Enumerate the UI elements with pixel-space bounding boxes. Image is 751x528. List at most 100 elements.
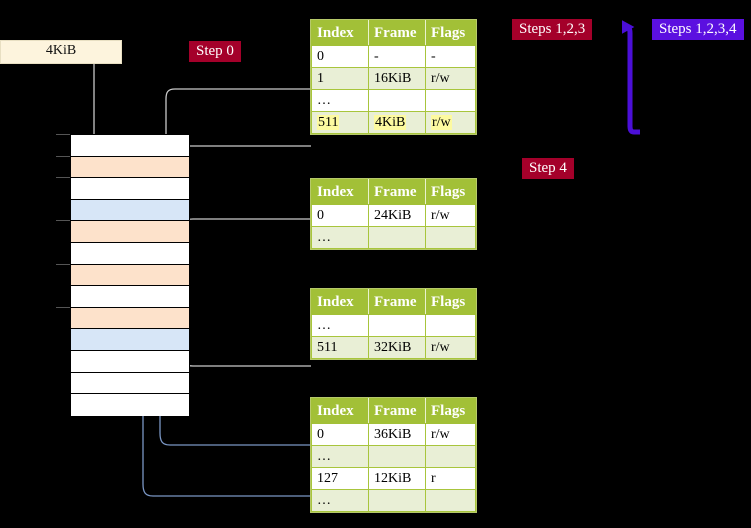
badge-step-0-label: Step 0 (196, 43, 234, 59)
cell-frame: 36KiB (368, 423, 426, 446)
memory-cell-10 (71, 350, 189, 373)
cell-frame: 24KiB (368, 204, 426, 227)
memory-tick-2 (56, 177, 70, 178)
memory-cell-11 (71, 372, 189, 395)
cell-index: … (311, 445, 369, 468)
memory-tick-3 (56, 220, 70, 221)
memory-tick-4 (56, 264, 70, 265)
cell-flags: r/w (425, 111, 476, 134)
memory-cell-2 (71, 178, 189, 200)
memory-cell-6 (71, 264, 189, 287)
column-header-flags: Flags (425, 289, 476, 315)
cell-frame: 12KiB (368, 467, 426, 490)
badge-steps-123: Steps 1,2,3 (512, 19, 593, 40)
cell-frame (368, 314, 426, 337)
cell-frame: 32KiB (368, 336, 426, 359)
cell-flags: - (425, 45, 476, 68)
wire-pd-row511 (176, 314, 311, 367)
cell-frame: 16KiB (368, 67, 426, 90)
wire-pml4-row511 (173, 145, 311, 198)
column-header-flags: Flags (425, 179, 476, 205)
cell-frame: - (368, 45, 426, 68)
badge-steps-1234: Steps 1,2,3,4 (652, 19, 744, 40)
memory-cell-1 (71, 156, 189, 179)
wire-pdpt-row0 (182, 218, 311, 242)
memory-cell-9 (71, 329, 189, 351)
table-row: … (311, 314, 476, 337)
cell-frame (368, 89, 426, 112)
memory-tick-0 (56, 134, 70, 135)
cell-index: … (311, 489, 369, 512)
cell-frame (368, 226, 426, 249)
memory-cell-0 (71, 135, 189, 157)
memory-tick-1 (56, 156, 70, 157)
column-header-index: Index (311, 179, 369, 205)
column-header-frame: Frame (368, 398, 426, 424)
memory-cell-12 (71, 394, 189, 416)
wire-pml4-row1 (165, 88, 311, 154)
column-header-frame: Frame (368, 179, 426, 205)
highlighted-value: 511 (317, 114, 340, 130)
column-header-frame: Frame (368, 289, 426, 315)
purple-bracket-arrow (622, 20, 640, 135)
cell-index: 1 (311, 67, 369, 90)
cell-flags: r/w (425, 423, 476, 446)
cell-flags: r/w (425, 67, 476, 90)
column-header-index: Index (311, 20, 369, 46)
column-header-frame: Frame (368, 20, 426, 46)
cell-flags: r/w (425, 336, 476, 359)
cell-flags (425, 445, 476, 468)
cell-frame: 4KiB (368, 111, 426, 134)
cell-index: 127 (311, 467, 369, 490)
cell-index: 0 (311, 45, 369, 68)
table-row: … (311, 89, 476, 112)
table-row: … (311, 445, 476, 468)
cell-frame (368, 489, 426, 512)
memory-cell-4 (71, 221, 189, 243)
column-header-flags: Flags (425, 20, 476, 46)
cell-index: … (311, 89, 369, 112)
cell-flags: r/w (425, 204, 476, 227)
cell-flags: r (425, 467, 476, 490)
cell-flags (425, 314, 476, 337)
badge-step-4-label: Step 4 (529, 160, 567, 176)
size-label-4kib: 4KiB (0, 40, 122, 64)
table-row: … (311, 226, 476, 249)
physical-memory-column (70, 134, 190, 416)
highlighted-value: 4KiB (374, 114, 407, 130)
cell-flags (425, 89, 476, 112)
cell-frame (368, 445, 426, 468)
size-label-text: 4KiB (45, 43, 77, 58)
cell-index: … (311, 226, 369, 249)
cell-index: 511 (311, 336, 369, 359)
wire-pt-row127 (136, 200, 311, 497)
badge-steps-1234-label: Steps 1,2,3,4 (659, 21, 737, 37)
cell-flags (425, 489, 476, 512)
cell-index: 0 (311, 204, 369, 227)
memory-cell-7 (71, 286, 189, 308)
column-header-index: Index (311, 398, 369, 424)
table-row: … (311, 489, 476, 512)
wire-pt-row0 (153, 330, 311, 446)
cell-flags (425, 226, 476, 249)
cell-index: 0 (311, 423, 369, 446)
badge-step-0: Step 0 (189, 41, 241, 62)
column-header-index: Index (311, 289, 369, 315)
memory-tick-5 (56, 307, 70, 308)
memory-cell-3 (71, 199, 189, 222)
cell-index: … (311, 314, 369, 337)
memory-cell-8 (71, 307, 189, 330)
badge-step-4: Step 4 (522, 158, 574, 179)
table-row: 0-- (311, 45, 476, 68)
badge-steps-123-label: Steps 1,2,3 (519, 21, 586, 37)
